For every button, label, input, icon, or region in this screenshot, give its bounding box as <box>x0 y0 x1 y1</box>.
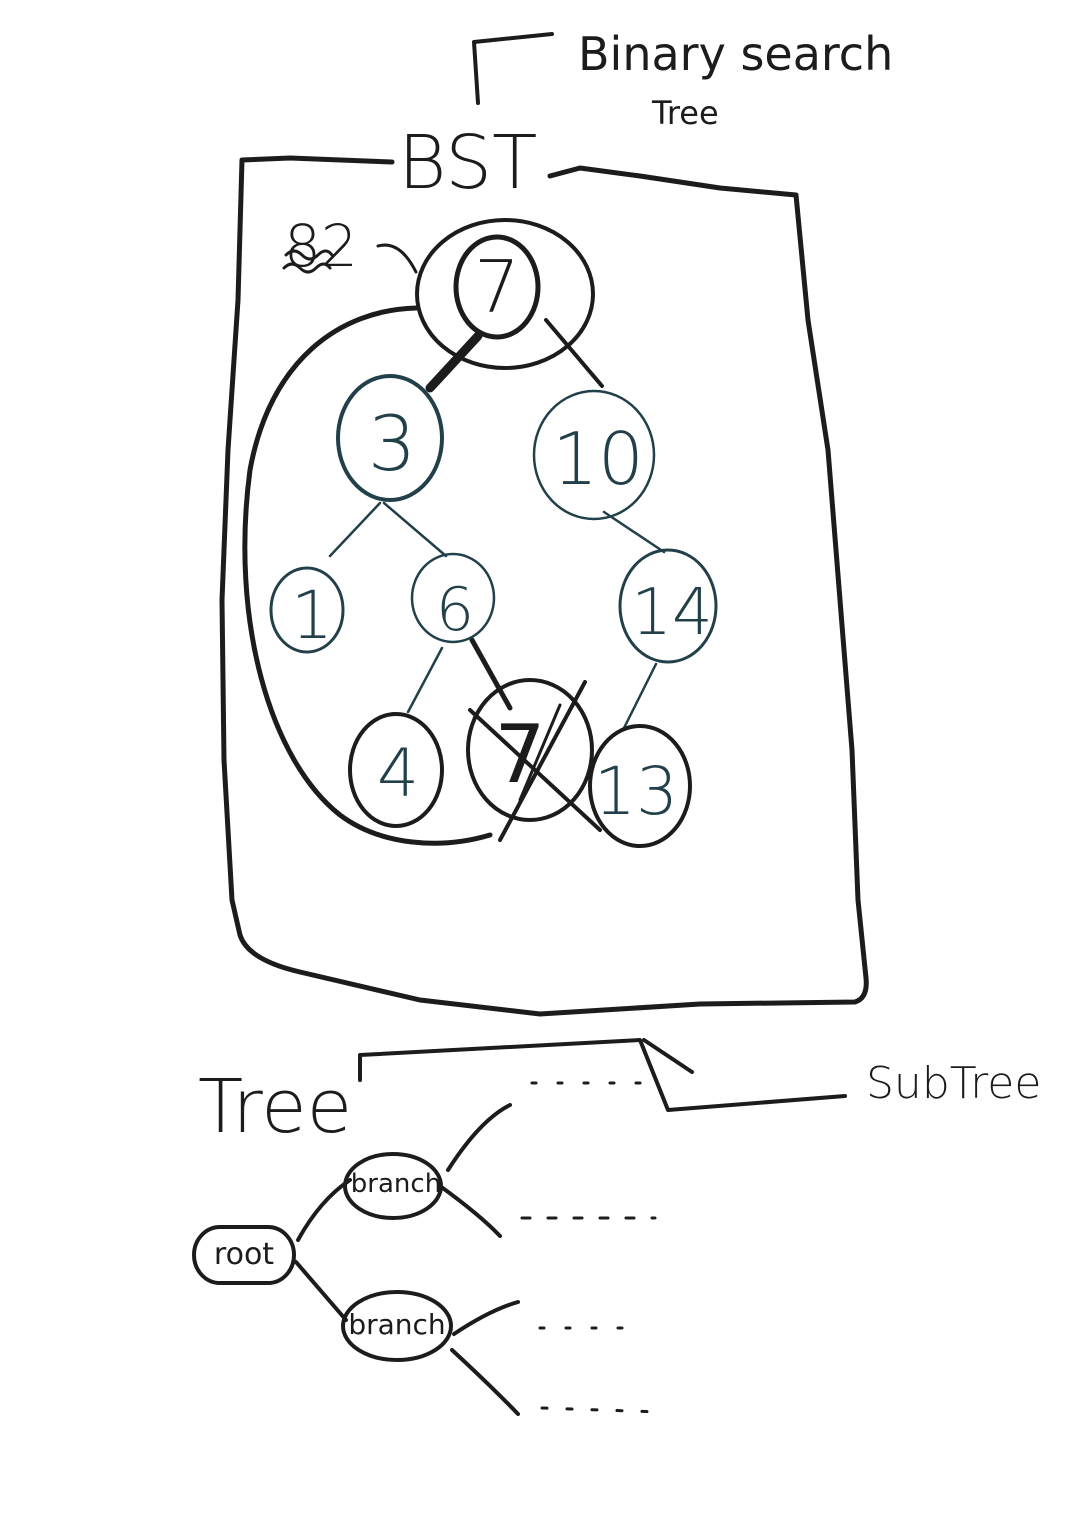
subtree-label: SubTree <box>866 1058 1041 1109</box>
root-node-outline <box>192 1225 296 1285</box>
annotation-bracket <box>472 32 554 105</box>
note-pointer <box>376 243 418 274</box>
subtree-continuations <box>520 1081 662 1414</box>
node-10-value: 10 <box>552 417 644 501</box>
note-number-text: 82 <box>284 212 358 280</box>
bst-frame <box>219 155 869 1017</box>
root-inner-ring <box>453 234 541 340</box>
bst-node-10: 10 <box>532 389 656 521</box>
squiggle-1 <box>284 249 334 261</box>
bst-node-7-crossed: 7 <box>466 678 602 842</box>
edge-10-14 <box>602 510 666 554</box>
node-13-value: 13 <box>594 753 678 830</box>
tree-edges <box>294 1103 520 1416</box>
cross-out-line-1 <box>468 708 602 832</box>
edge-branch-bottom-down <box>450 1348 520 1416</box>
edge-branch-bottom-up <box>452 1300 520 1336</box>
node-13-ring <box>588 724 692 848</box>
bst-edges <box>328 318 666 730</box>
node-4-value: 4 <box>377 735 419 812</box>
edge-root-branch-bottom <box>294 1260 348 1322</box>
cross-out-line-2 <box>498 680 587 842</box>
edge-6-4 <box>406 646 444 714</box>
node-1-value: 1 <box>291 577 333 654</box>
bst-node-4: 4 <box>348 712 444 828</box>
branch-bottom-label: branch <box>348 1308 445 1341</box>
edge-3-6 <box>382 501 448 558</box>
node-1-ring <box>269 566 345 654</box>
bst-node-root: 7 <box>415 218 595 370</box>
node-14-value: 14 <box>631 576 712 650</box>
dots-row-4 <box>540 1406 662 1414</box>
root-value: 7 <box>474 245 520 329</box>
bst-node-13: 13 <box>588 724 692 848</box>
branch-top-outline <box>343 1152 443 1220</box>
edge-branch-top-up <box>446 1103 512 1172</box>
node-7-ring <box>466 678 594 822</box>
bst-node-6: 6 <box>410 552 496 645</box>
bst-annotation: Binary search Tree <box>472 27 893 132</box>
tree-node-root: root <box>192 1225 296 1285</box>
cross-out-line-3 <box>518 703 562 802</box>
tree-node-branch-bottom: branch <box>341 1290 453 1362</box>
squiggle-2 <box>282 262 332 274</box>
node-3-ring <box>336 374 444 502</box>
edge-3-1 <box>328 501 382 558</box>
edge-branch-top-down <box>438 1184 502 1238</box>
node-3-value: 3 <box>368 399 416 488</box>
annotation-binary-search: Binary search <box>578 27 893 81</box>
note-number: 82 <box>282 212 418 280</box>
left-subtree-loop <box>242 305 493 846</box>
edge-7-3 <box>425 331 483 393</box>
edge-14-13 <box>622 662 658 730</box>
bst-node-14: 14 <box>618 548 718 664</box>
bst-node-3: 3 <box>336 374 444 502</box>
bst-title: BST <box>398 120 537 206</box>
edge-root-branch-top <box>296 1178 352 1242</box>
edge-7-10 <box>544 318 604 388</box>
subtree-bracket-tick <box>642 1038 694 1074</box>
root-node-label: root <box>214 1237 274 1272</box>
branch-top-label: branch <box>351 1169 441 1199</box>
bst-node-1: 1 <box>269 566 345 654</box>
node-4-ring <box>348 712 444 828</box>
node-14-ring <box>618 548 718 664</box>
annotation-tree: Tree <box>651 94 719 132</box>
branch-bottom-outline <box>341 1290 453 1362</box>
node-10-ring <box>532 389 656 521</box>
tree-node-branch-top: branch <box>343 1152 443 1220</box>
node-6-ring <box>410 552 496 644</box>
tree-heading: Tree <box>198 1064 352 1150</box>
edge-6-7 <box>469 637 513 711</box>
root-outer-ring <box>415 218 595 370</box>
subtree-bracket <box>358 1038 847 1112</box>
node-6-value: 6 <box>436 575 474 645</box>
